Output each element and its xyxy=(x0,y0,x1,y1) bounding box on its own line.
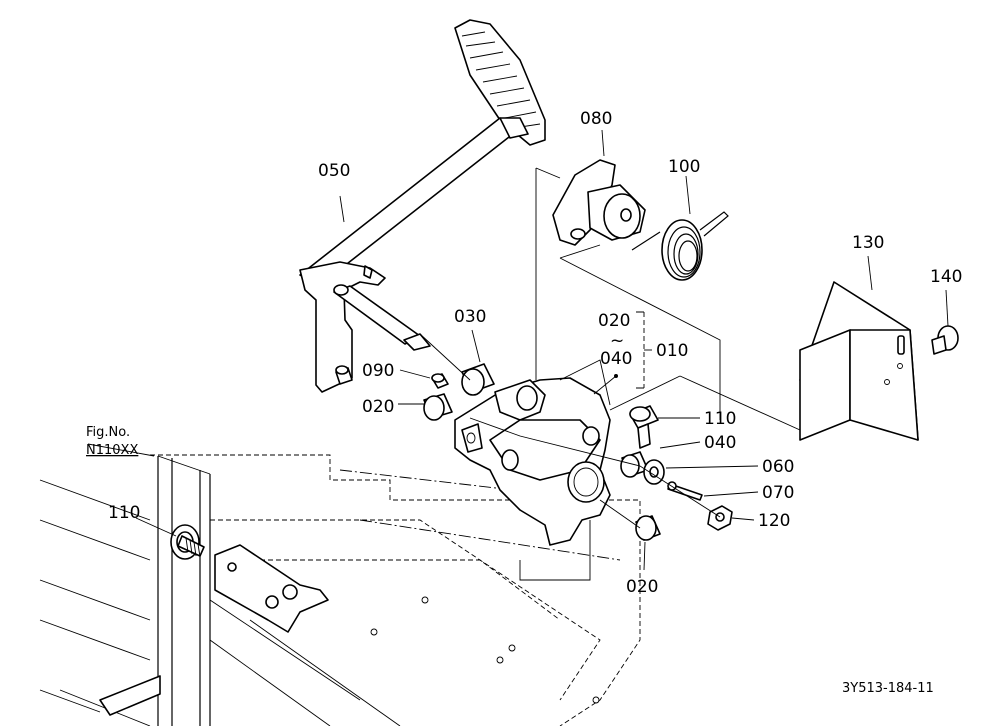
callout-130: 130 xyxy=(852,233,884,253)
callout-040: 040 xyxy=(704,433,736,453)
cover-plate xyxy=(799,281,919,441)
drawing-code: 3Y513-184-11 xyxy=(842,681,934,696)
figure-ref-label: Fig.No. xyxy=(86,425,130,440)
callout-010: 010 xyxy=(656,341,688,361)
callout-030: 030 xyxy=(454,307,486,327)
callout-110-right: 110 xyxy=(704,409,736,429)
spring-bracket xyxy=(552,159,646,246)
callout-range-tilde: ~ xyxy=(610,331,624,351)
main-bracket xyxy=(454,359,611,546)
bushing-020-lower xyxy=(635,515,661,541)
figure-ref-number: N110XX xyxy=(86,443,138,458)
bolt-110-upper xyxy=(629,405,659,449)
callout-120: 120 xyxy=(758,511,790,531)
return-spring xyxy=(631,211,729,281)
callout-070: 070 xyxy=(762,483,794,503)
callout-020-range-start: 020 xyxy=(598,311,630,331)
screw-140 xyxy=(931,325,959,355)
split-pin xyxy=(667,481,703,501)
grease-nipple xyxy=(431,373,449,389)
nut-120 xyxy=(707,505,733,531)
callout-060: 060 xyxy=(762,457,794,477)
frame-bolt xyxy=(170,524,205,560)
callout-020-lower: 020 xyxy=(626,577,658,597)
callout-140: 140 xyxy=(930,267,962,287)
callout-110-left: 110 xyxy=(108,503,140,523)
bushing-020-left xyxy=(423,393,453,421)
callout-080: 080 xyxy=(580,109,612,129)
callout-labels: 050 080 100 130 140 020 ~ 040 010 030 09… xyxy=(86,109,962,696)
callout-050: 050 xyxy=(318,161,350,181)
callout-040-range-end: 040 xyxy=(600,349,632,369)
callout-090: 090 xyxy=(362,361,394,381)
callout-020-left: 020 xyxy=(362,397,394,417)
callout-100: 100 xyxy=(668,157,700,177)
chassis-frame xyxy=(39,454,641,726)
leader-lines xyxy=(87,129,949,581)
washer-060 xyxy=(643,459,665,485)
bushing-030 xyxy=(461,363,495,396)
brake-pedal xyxy=(299,19,546,393)
